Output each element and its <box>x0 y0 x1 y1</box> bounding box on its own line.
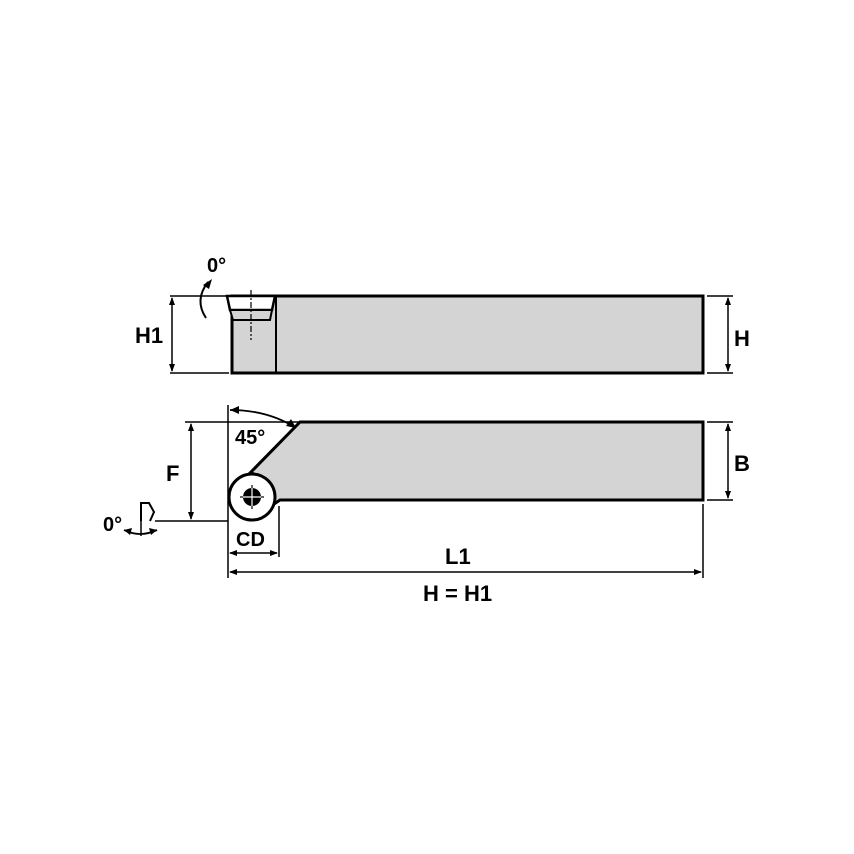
lead-angle-arc <box>229 409 297 429</box>
insert-angle-arrow <box>149 528 157 535</box>
lead-angle-arrow-right <box>286 419 296 428</box>
insert-angle-label: 0° <box>103 514 122 536</box>
f-label: F <box>166 461 179 486</box>
shank-top-body <box>246 420 705 510</box>
dimension-note: H = H1 <box>423 581 492 606</box>
cd-label: CD <box>236 529 265 551</box>
side-angle-label: 0° <box>207 255 226 277</box>
b-label: B <box>734 451 750 476</box>
l1-label: L1 <box>445 544 471 569</box>
insert-angle-symbol <box>140 502 156 522</box>
lead-angle-label: 45° <box>235 427 265 449</box>
insert-angle-arrow <box>124 528 132 535</box>
h1-label: H1 <box>135 323 163 348</box>
lead-angle-arrow-left <box>230 406 239 414</box>
side-view: H1 0° H <box>135 255 750 375</box>
side-angle-arrowhead <box>203 279 212 289</box>
h-label: H <box>734 326 750 351</box>
top-view: 45° F 0° CD B L1 <box>103 405 750 578</box>
shank-side-body <box>230 294 705 375</box>
